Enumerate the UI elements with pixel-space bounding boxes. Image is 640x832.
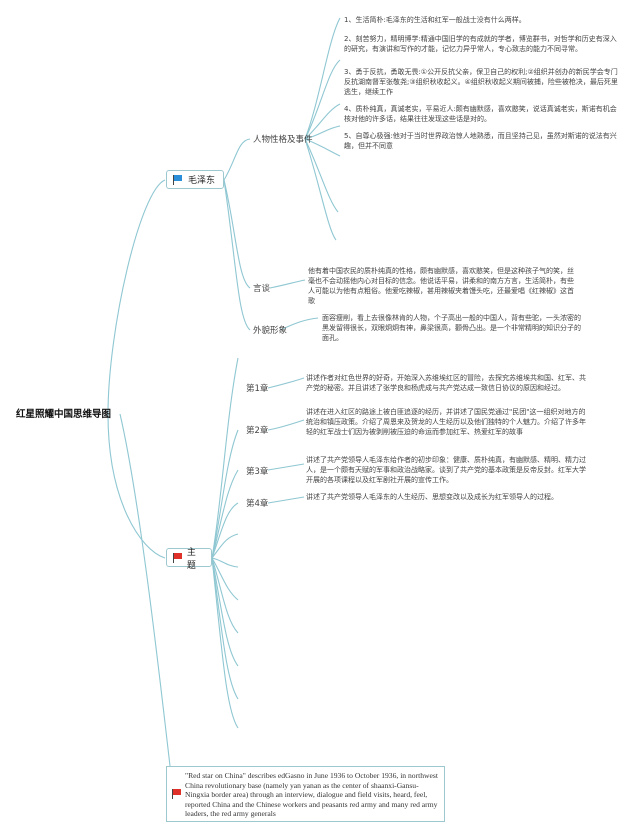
leaf-honest-humble: 4、质朴纯真，真诚老实，平易近人:颇有幽默感，喜欢憨笑，说话真诚老实，斯诺有机会…	[344, 105, 617, 123]
leaf-brave-resistance: 3、勇于反抗，勇敢无畏:①公开反抗父亲，保卫自己的权利;②组织并创办的新民学会专…	[344, 68, 618, 96]
leaf-chapter-3: 讲述了共产党领导人毛泽东给作者的初步印象：健康、质朴纯真，有幽默感、精明、精力过…	[306, 456, 586, 484]
subtopic-chapter-4[interactable]: 第4章	[246, 499, 269, 509]
leaf-frugal-life: 1、生活简朴:毛泽东的生活和红军一般战士没有什么两样。	[344, 16, 526, 24]
leaf-self-esteem: 5、自尊心极强:他对于当时世界政治惊人地熟悉，而且坚持己见，虽然对斯诺的说法有兴…	[344, 132, 617, 150]
subtopic-chapter-1[interactable]: 第1章	[246, 384, 269, 394]
leaf-chapter-2: 讲述在进入红区的路途上被白匪追逐的经历，并讲述了国民党通过"民团"这一组织对地方…	[306, 408, 586, 436]
leaf-chapter-1: 讲述作者对红色世界的好奇，开始深入苏维埃红区的冒险，去探究苏维埃共和国、红军、共…	[306, 374, 586, 392]
subtopic-speech[interactable]: 言谈	[253, 284, 271, 294]
subtopic-character-events[interactable]: 人物性格及事件	[253, 135, 313, 145]
leaf-chapter-4: 讲述了共产党领导人毛泽东的人生经历、思想变改以及成长为红军领导人的过程。	[306, 493, 558, 501]
leaf-speech-text: 他有着中国农民的质朴纯真的性格，颇有幽默感，喜欢憨笑，但是这种孩子气的笑，丝毫也…	[308, 267, 574, 305]
flag-icon	[173, 175, 183, 185]
flag-icon	[173, 553, 182, 563]
summary-text: "Red star on China" describes edGasno in…	[185, 771, 438, 819]
branch-label: 毛泽东	[188, 176, 216, 186]
root-topic: 红星照耀中国思维导图	[16, 409, 112, 420]
subtopic-chapter-3[interactable]: 第3章	[246, 467, 269, 477]
subtopic-appearance[interactable]: 外貌形象	[253, 326, 288, 336]
branch-theme[interactable]: 主题	[166, 548, 212, 571]
branch-mao-zedong[interactable]: 毛泽东	[166, 170, 224, 189]
leaf-appearance-text: 面容瘦削，看上去很像林肯的人物，个子高出一般的中国人，背有些驼，一头浓密的黑发留…	[322, 314, 581, 342]
flag-icon	[172, 789, 182, 799]
subtopic-chapter-2[interactable]: 第2章	[246, 426, 269, 436]
summary-box[interactable]: "Red star on China" describes edGasno in…	[166, 766, 445, 822]
branch-label: 主题	[186, 547, 196, 571]
leaf-diligent-learned: 2、刻苦努力，精明博学:精通中国旧学的有成就的学者，博览群书，对哲学和历史有深入…	[344, 35, 617, 53]
